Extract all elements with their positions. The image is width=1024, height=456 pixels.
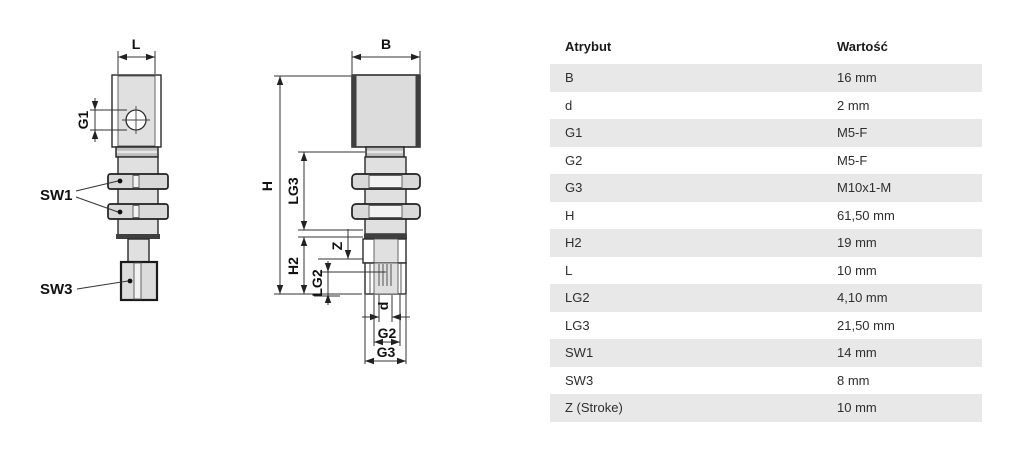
front-view: L G1 SW1 SW3 xyxy=(40,36,169,302)
front-nut-2 xyxy=(107,203,169,220)
table-row: G3 M10x1-M xyxy=(550,174,982,202)
value-cell: 8 mm xyxy=(837,372,870,388)
label-SW3: SW3 xyxy=(40,281,73,298)
side-view: B H LG3 H2 xyxy=(259,36,421,365)
attr-cell: H xyxy=(565,207,575,223)
dim-B: B xyxy=(351,36,421,74)
value-cell: 2 mm xyxy=(837,97,870,113)
value-cell: 10 mm xyxy=(837,262,877,278)
header-attribute: Atrybut xyxy=(565,38,612,54)
dim-L: L xyxy=(117,36,156,74)
table-row: LG2 4,10 mm xyxy=(550,284,982,312)
dim-G2: G2 xyxy=(373,295,401,346)
hole-crosshair-icon xyxy=(122,106,150,134)
callout-SW3: SW3 xyxy=(40,278,133,298)
attr-cell: SW1 xyxy=(565,345,594,361)
table-header-row: Atrybut Wartość xyxy=(550,32,982,64)
attr-cell: d xyxy=(565,97,573,113)
attr-cell: G2 xyxy=(565,152,583,168)
attr-cell: G1 xyxy=(565,125,583,141)
value-cell: 14 mm xyxy=(837,345,877,361)
dim-label-L: L xyxy=(132,36,141,52)
side-nut-2 xyxy=(351,203,421,220)
dim-H: H xyxy=(259,75,362,295)
table-row: G2 M5-F xyxy=(550,146,982,174)
dim-Z: Z xyxy=(318,229,363,260)
value-cell: M5-F xyxy=(837,125,868,141)
side-nut-1 xyxy=(351,173,421,190)
attr-cell: G3 xyxy=(565,180,583,196)
side-lower-block xyxy=(362,238,407,264)
dim-label-d: d xyxy=(375,302,391,311)
dim-LG3: LG3 xyxy=(285,151,365,231)
callout-SW1: SW1 xyxy=(40,178,123,215)
value-cell: M10x1-M xyxy=(837,180,892,196)
value-cell: M5-F xyxy=(837,152,868,168)
attr-cell: L xyxy=(565,262,573,278)
dim-LG2: LG2 xyxy=(309,261,386,305)
attr-cell: B xyxy=(565,70,574,86)
table-row: LG3 21,50 mm xyxy=(550,311,982,339)
front-cylinder xyxy=(117,156,159,239)
table-row: G1 M5-F xyxy=(550,119,982,147)
dim-label-G1: G1 xyxy=(75,110,91,129)
dim-label-LG3: LG3 xyxy=(285,177,301,204)
attr-cell: LG2 xyxy=(565,290,590,306)
table-row: SW3 8 mm xyxy=(550,366,982,394)
attr-cell: H2 xyxy=(565,235,582,251)
table-row: L 10 mm xyxy=(550,256,982,284)
label-SW1: SW1 xyxy=(40,187,73,204)
dim-label-G3: G3 xyxy=(377,344,396,360)
dim-label-G2: G2 xyxy=(378,325,397,341)
dim-label-H: H xyxy=(259,181,275,191)
dim-label-B: B xyxy=(381,36,391,52)
table-row: B 16 mm xyxy=(550,64,982,92)
dim-label-H2: H2 xyxy=(285,257,301,275)
side-body xyxy=(351,74,421,148)
attr-cell: SW3 xyxy=(565,372,594,388)
dim-d: d xyxy=(362,295,410,322)
front-stem xyxy=(127,238,150,263)
table-row: H2 19 mm xyxy=(550,229,982,257)
technical-drawing: L G1 SW1 SW3 xyxy=(40,36,421,365)
attr-cell: LG3 xyxy=(565,317,590,333)
value-cell: 4,10 mm xyxy=(837,290,888,306)
side-threaded-tip xyxy=(364,262,407,295)
value-cell: 21,50 mm xyxy=(837,317,895,333)
dim-H2: H2 xyxy=(285,236,363,294)
table-row: d 2 mm xyxy=(550,91,982,119)
front-nut-1 xyxy=(107,173,169,190)
table-row: H 61,50 mm xyxy=(550,201,982,229)
value-cell: 19 mm xyxy=(837,235,877,251)
table-row: Z (Stroke) 10 mm xyxy=(550,394,982,422)
table-row: SW1 14 mm xyxy=(550,339,982,367)
dim-label-LG2: LG2 xyxy=(309,269,325,296)
attr-cell: Z (Stroke) xyxy=(565,400,623,416)
value-cell: 16 mm xyxy=(837,70,877,86)
dim-label-Z: Z xyxy=(329,241,345,250)
side-cylinder xyxy=(364,156,407,235)
dim-G1: G1 xyxy=(75,98,127,142)
value-cell: 10 mm xyxy=(837,400,877,416)
dim-G3: G3 xyxy=(364,295,407,365)
header-value: Wartość xyxy=(837,38,888,54)
value-cell: 61,50 mm xyxy=(837,207,895,223)
